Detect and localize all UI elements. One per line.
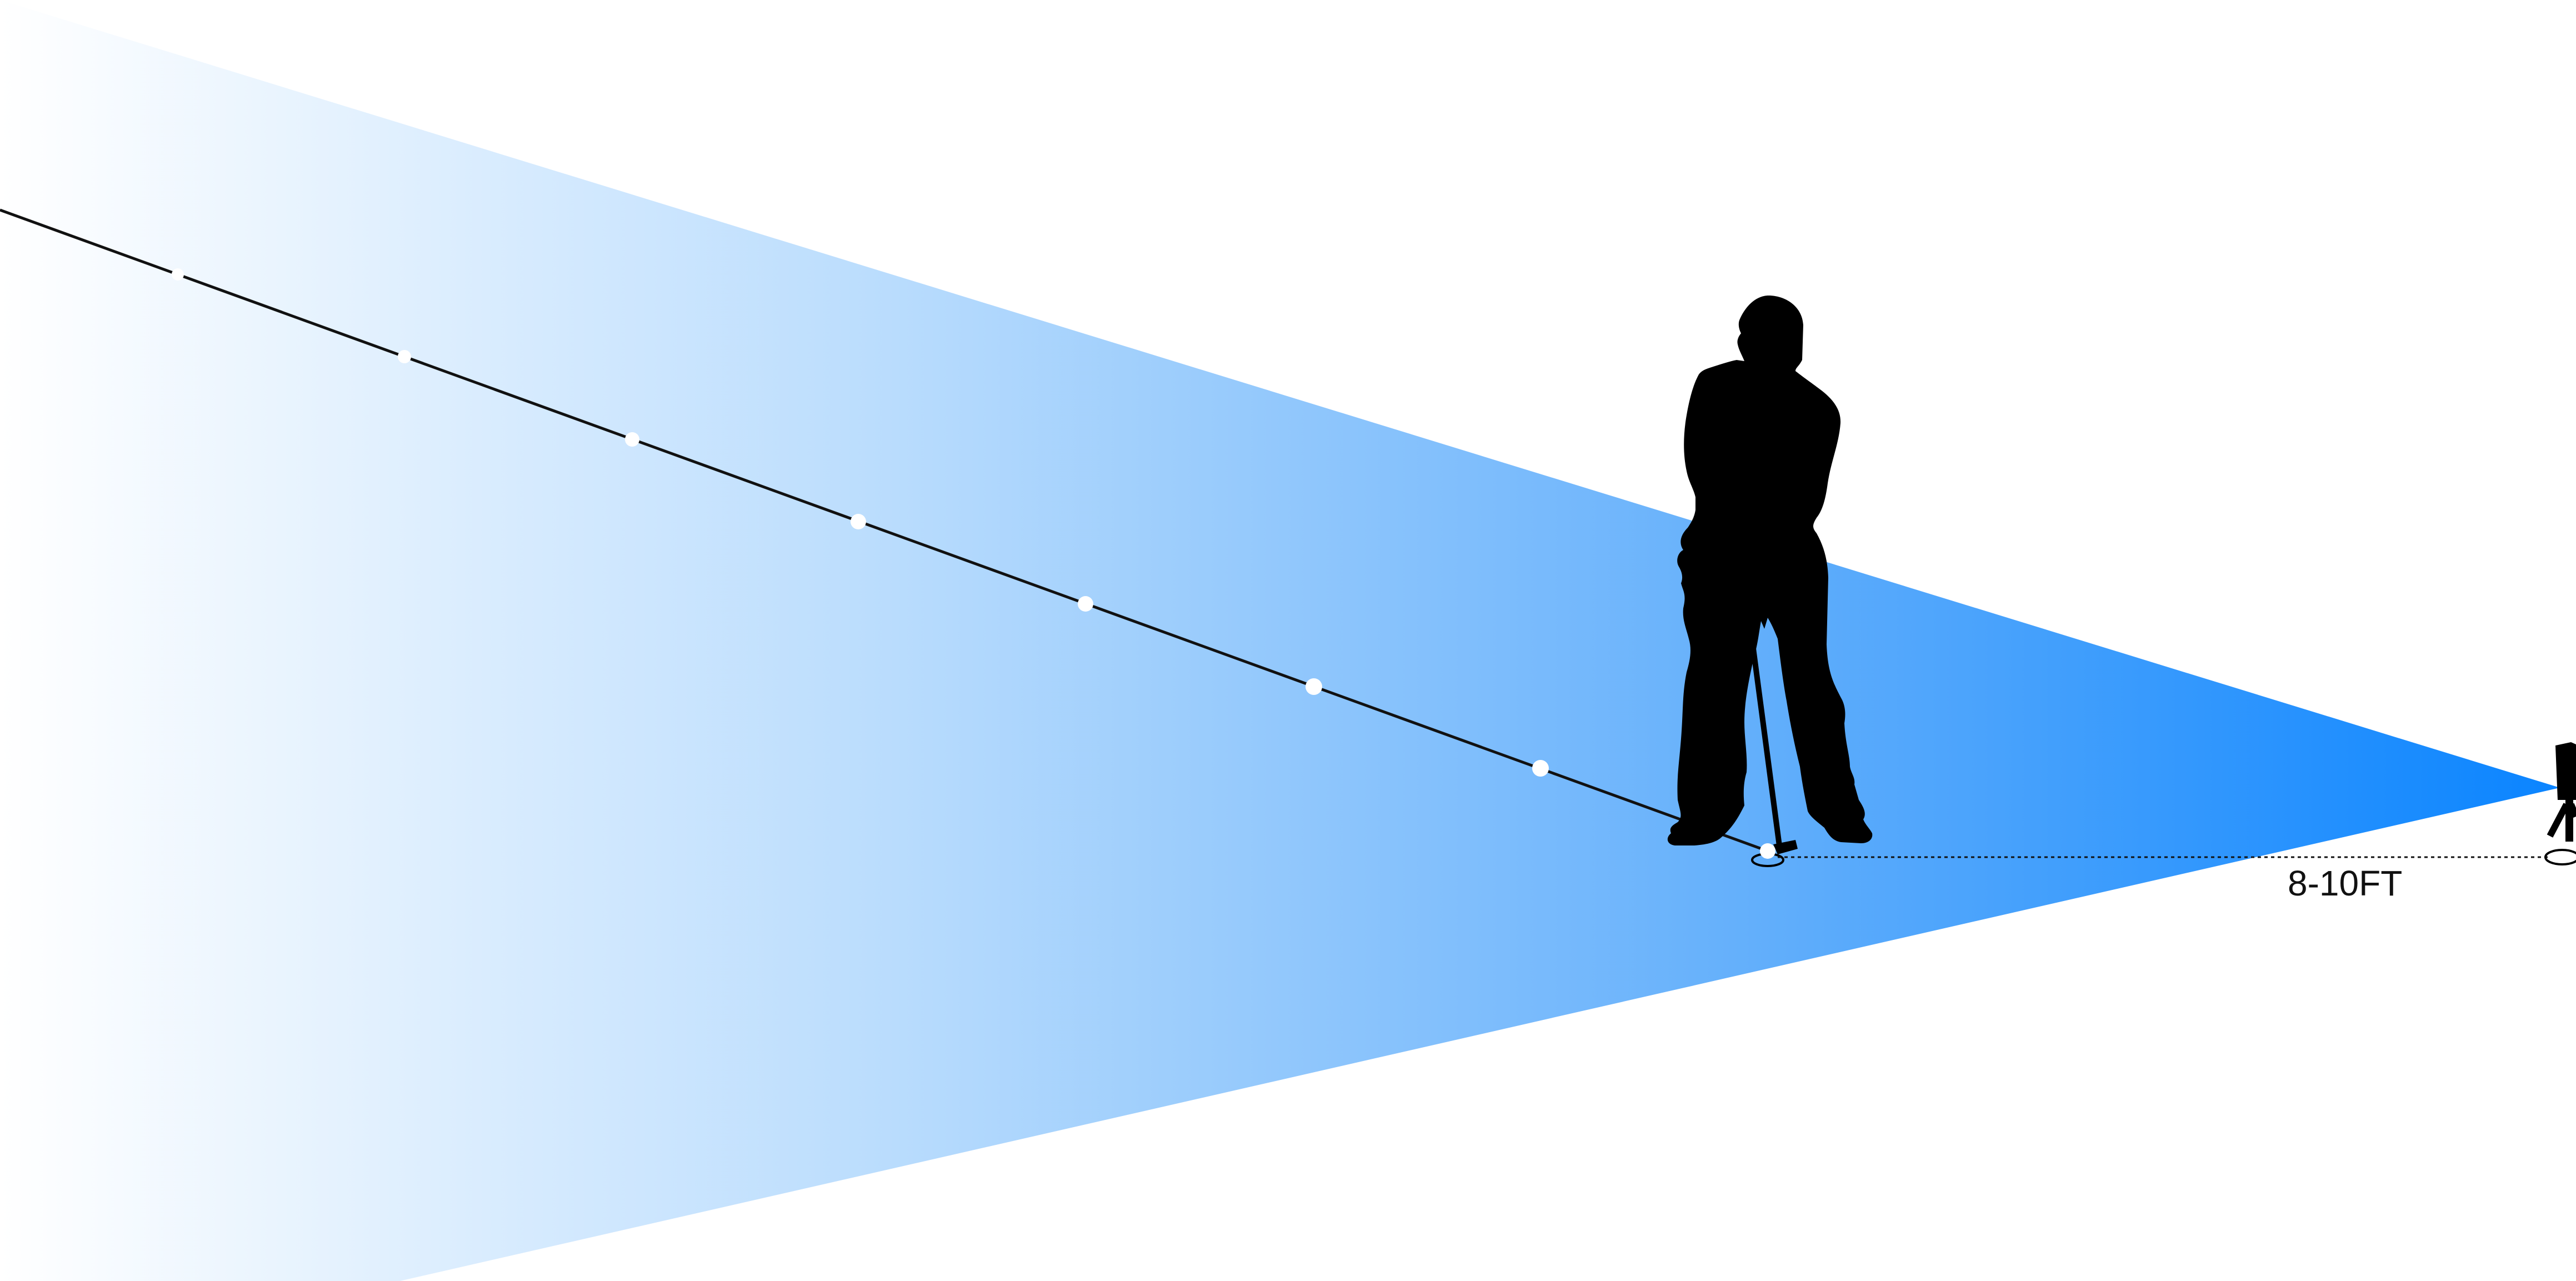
trajectory-marker xyxy=(1078,596,1093,612)
trajectory-marker xyxy=(398,350,411,363)
trajectory-marker xyxy=(625,432,639,447)
camera-position-ring xyxy=(2545,850,2576,864)
golf-ball-icon xyxy=(1760,843,1775,859)
trajectory-marker xyxy=(1305,678,1322,695)
distance-label: 8-10FT xyxy=(2288,863,2402,903)
trajectory-marker xyxy=(851,514,866,529)
tripod-camera-icon xyxy=(2550,742,2576,842)
trajectory-marker xyxy=(172,268,184,281)
trajectory-marker xyxy=(1532,760,1549,777)
